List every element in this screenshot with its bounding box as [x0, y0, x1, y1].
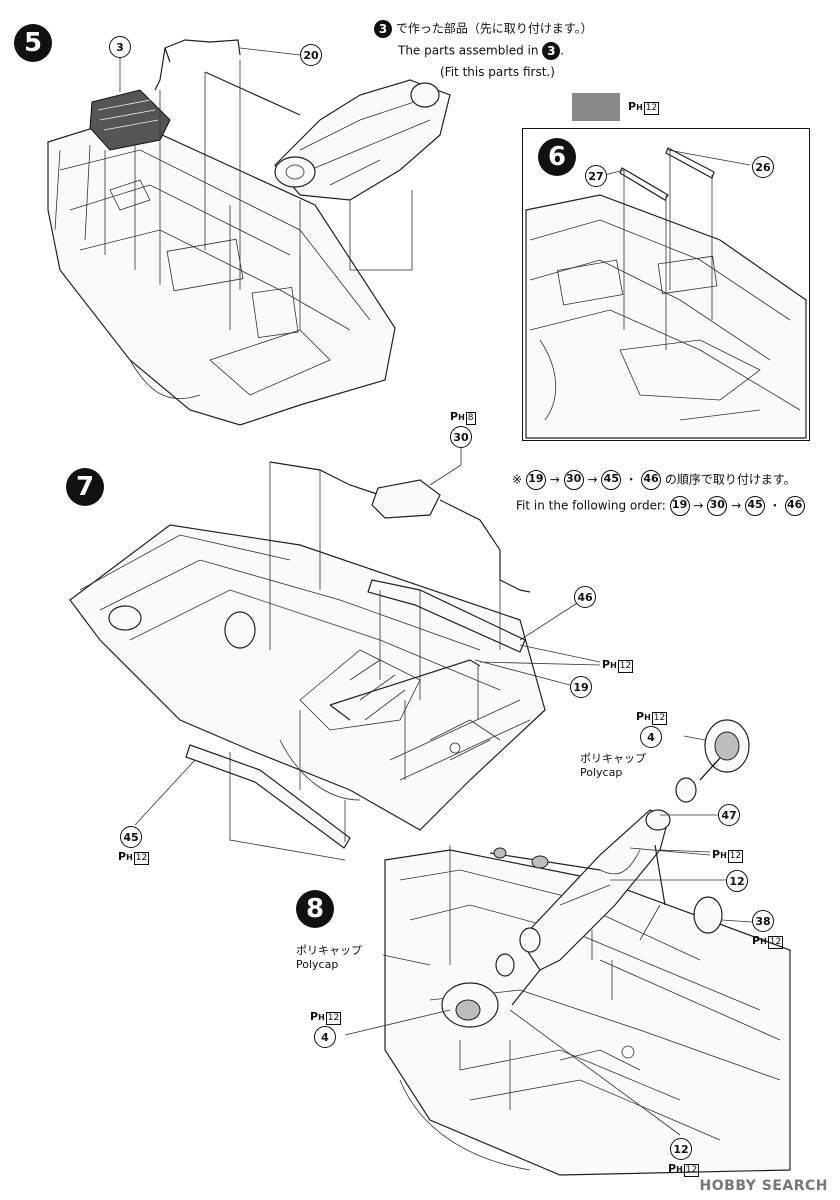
- paint-swatch: [572, 93, 620, 121]
- leader-lines: [119, 47, 753, 1136]
- order-note-jp: ※ 19 → 30 → 45 ・ 46 の順序で取り付けます。: [512, 470, 796, 490]
- part-label-12-top: 12: [726, 870, 748, 892]
- watermark-logo: HOBBY SEARCH: [699, 1178, 828, 1194]
- step3-note-first: (Fit this parts first.): [440, 65, 555, 79]
- part-label-30: 30: [450, 426, 472, 448]
- step-5-badge: 5: [14, 24, 52, 62]
- part-label-46: 46: [574, 586, 596, 608]
- part-label-45: 45: [120, 826, 142, 848]
- step6-inset-drawing: [525, 147, 807, 439]
- polycap-label-bottom: ポリキャップ Polycap: [296, 944, 362, 971]
- step7-chassis-drawing: [69, 461, 546, 861]
- part-label-38: 38: [752, 910, 774, 932]
- part-label-3: 3: [109, 36, 131, 58]
- part-label-12-bottom: 12: [670, 1138, 692, 1160]
- part-label-20: 20: [300, 44, 322, 66]
- step3-note-en: The parts assembled in 3.: [398, 42, 565, 60]
- part-label-47: 47: [718, 804, 740, 826]
- part-label-4-top: 4: [640, 726, 662, 748]
- step-7-badge: 7: [66, 468, 104, 506]
- part-label-26: 26: [752, 156, 774, 178]
- step8-suspension-drawing: [384, 719, 791, 1176]
- step3-note-jp: 3 で作った部品（先に取り付けます。）: [374, 20, 593, 38]
- step-6-badge: 6: [538, 138, 576, 176]
- part-label-27: 27: [585, 165, 607, 187]
- order-note-en: Fit in the following order: 19 → 30 → 45…: [516, 496, 805, 516]
- step5-chassis-drawing: [47, 39, 451, 426]
- polycap-label-top: ポリキャップ Polycap: [580, 752, 646, 779]
- step6-inset-frame: [522, 128, 810, 441]
- part-label-4-bottom: 4: [314, 1026, 336, 1048]
- step-8-badge: 8: [296, 890, 334, 928]
- part-label-19: 19: [570, 676, 592, 698]
